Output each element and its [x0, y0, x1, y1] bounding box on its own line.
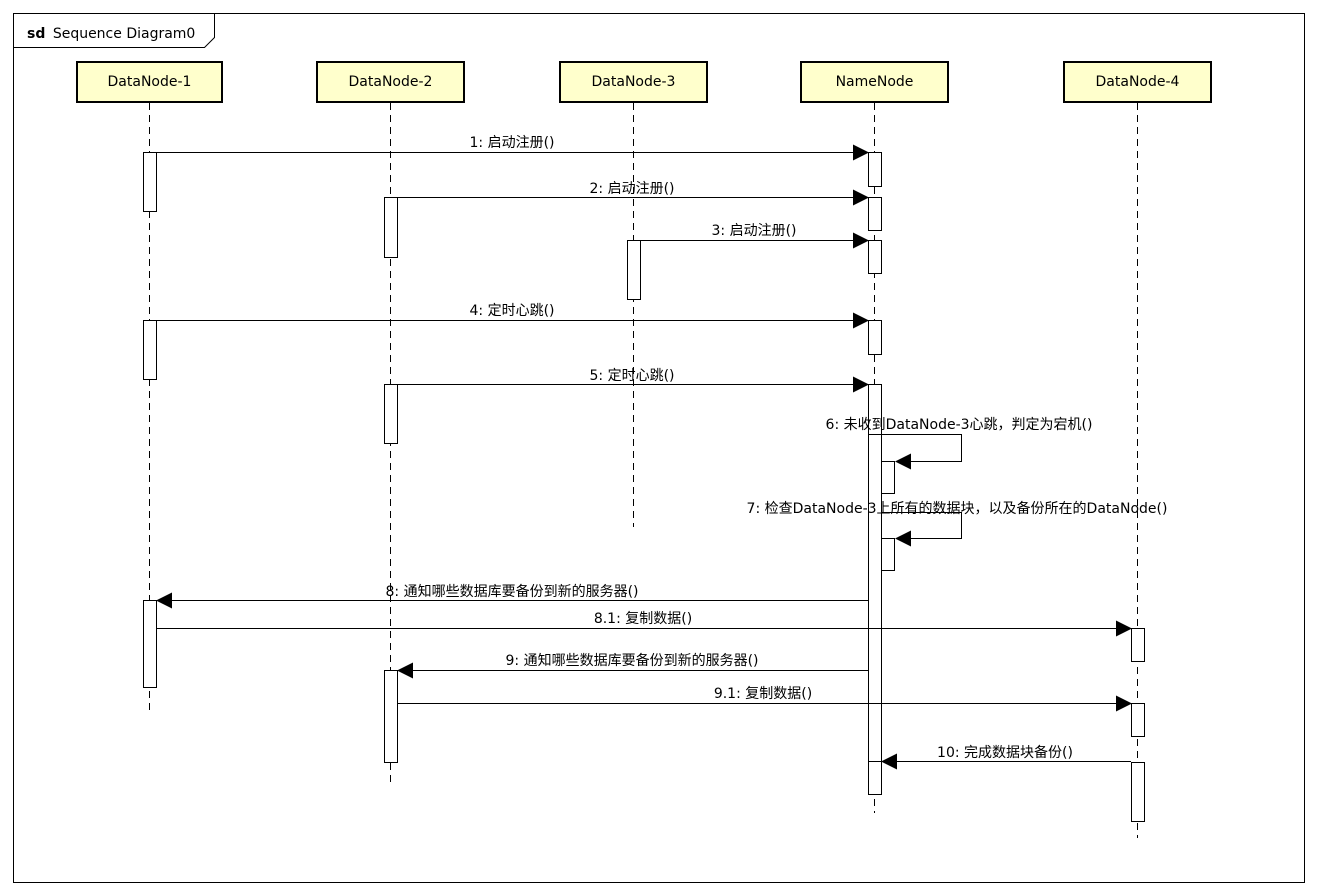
participant-datanode-3: DataNode-3	[559, 61, 708, 103]
message-5: 5: 定时心跳()	[397, 368, 869, 393]
participant-label: DataNode-1	[108, 74, 192, 90]
activation-bar	[1131, 703, 1145, 737]
message-9-1: 9.1: 复制数据()	[397, 685, 1132, 712]
activation-bar	[1131, 628, 1145, 662]
participant-label: NameNode	[836, 74, 914, 90]
message-8: 8: 通知哪些数据库要备份到新的服务器()	[156, 583, 868, 609]
activation-bar-nested	[881, 461, 895, 494]
activation-bar-nested	[881, 538, 895, 571]
message-label: 9: 通知哪些数据库要备份到新的服务器()	[506, 652, 759, 669]
activation-bar	[143, 320, 157, 380]
activation-bar	[868, 240, 882, 274]
frame-name: Sequence Diagram0	[53, 26, 196, 42]
activation-bar	[143, 152, 157, 212]
activation-bar	[1131, 762, 1145, 822]
message-4: 4: 定时心跳()	[156, 303, 869, 329]
participant-datanode-2: DataNode-2	[316, 61, 465, 103]
participant-datanode-4: DataNode-4	[1063, 61, 1212, 103]
activation-bar	[384, 384, 398, 444]
message-label: 6: 未收到DataNode-3心跳，判定为宕机()	[826, 417, 1093, 433]
message-label: 7: 检查DataNode-3上所有的数据块，以及备份所在的DataNode()	[747, 500, 1168, 517]
message-8-1: 8.1: 复制数据()	[156, 610, 1132, 637]
frame-title: sd Sequence Diagram0	[27, 26, 195, 42]
message-label: 4: 定时心跳()	[470, 303, 555, 319]
activation-bar	[384, 197, 398, 258]
activation-bar	[627, 240, 641, 300]
diagram-frame	[13, 13, 1305, 883]
participant-label: DataNode-2	[349, 74, 433, 90]
message-label: 2: 启动注册()	[590, 181, 675, 197]
message-label: 8: 通知哪些数据库要备份到新的服务器()	[386, 583, 639, 600]
message-label: 8.1: 复制数据()	[594, 610, 692, 627]
message-9: 9: 通知哪些数据库要备份到新的服务器()	[397, 652, 868, 679]
message-label: 3: 启动注册()	[712, 223, 797, 239]
message-label: 10: 完成数据块备份()	[937, 744, 1073, 761]
activation-bar	[868, 320, 882, 355]
frame-title-tab	[13, 13, 215, 48]
message-6-self: 6: 未收到DataNode-3心跳，判定为宕机()	[826, 417, 1093, 470]
activation-bar	[384, 670, 398, 763]
activation-bar	[143, 600, 157, 688]
message-label: 9.1: 复制数据()	[714, 685, 812, 702]
message-label: 5: 定时心跳()	[590, 368, 675, 384]
message-3: 3: 启动注册()	[640, 223, 869, 249]
message-7-self: 7: 检查DataNode-3上所有的数据块，以及备份所在的DataNode()	[747, 500, 1168, 547]
participant-datanode-1: DataNode-1	[76, 61, 223, 103]
participant-label: DataNode-3	[592, 74, 676, 90]
message-label: 1: 启动注册()	[470, 135, 555, 151]
message-2: 2: 启动注册()	[397, 181, 869, 206]
message-10: 10: 完成数据块备份()	[881, 744, 1131, 770]
activation-bar	[868, 434, 882, 762]
participant-label: DataNode-4	[1096, 74, 1180, 90]
frame-keyword: sd	[27, 26, 45, 42]
message-1: 1: 启动注册()	[156, 135, 869, 161]
activation-bar	[868, 152, 882, 187]
participant-namenode: NameNode	[800, 61, 949, 103]
activation-bar	[868, 197, 882, 231]
activation-bar	[868, 761, 882, 795]
